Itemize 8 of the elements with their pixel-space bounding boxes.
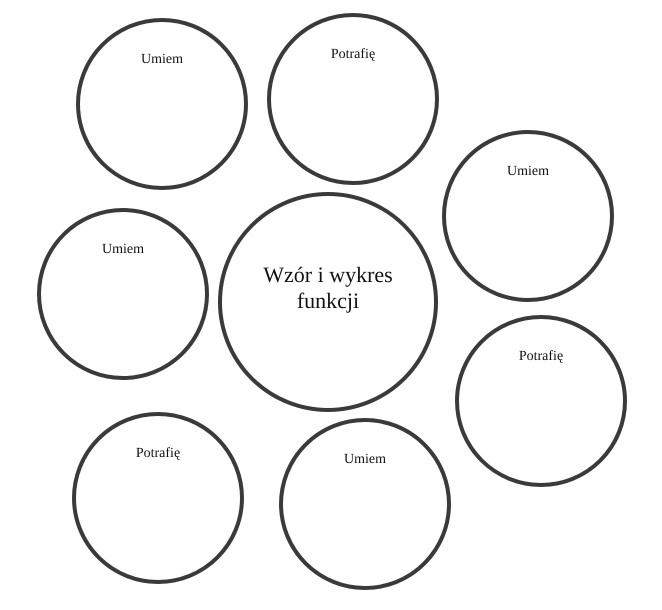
petal-label: Umiem bbox=[102, 242, 144, 259]
petal-label: Umiem bbox=[507, 164, 549, 181]
petal-label: Potrafię bbox=[330, 47, 376, 64]
petal-label: Potrafię bbox=[136, 446, 180, 463]
center-label: Wzór i wykres funkcji bbox=[262, 262, 394, 315]
petal-label: Potrafię bbox=[518, 349, 564, 366]
petal-label: Umiem bbox=[141, 52, 183, 69]
petal-label: Umiem bbox=[344, 452, 386, 469]
